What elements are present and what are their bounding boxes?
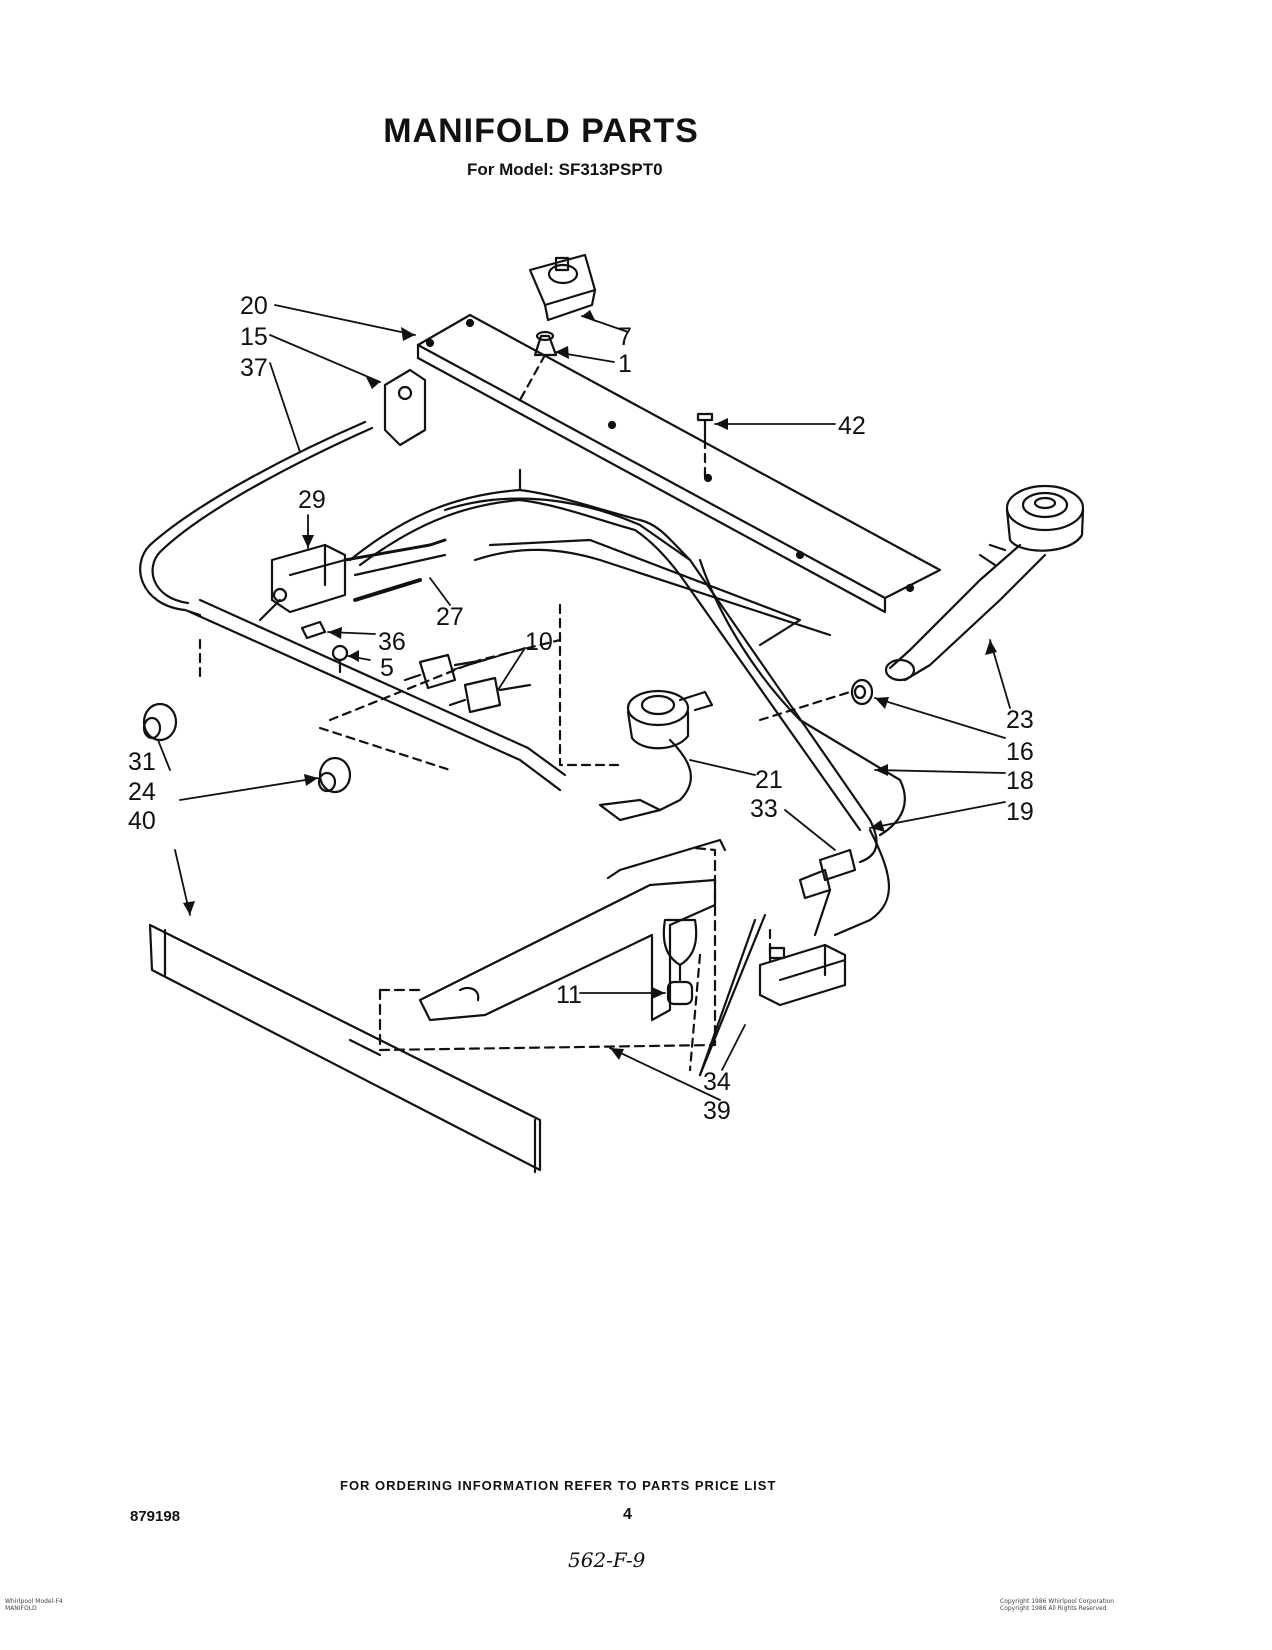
callout-24: 24: [128, 778, 156, 806]
page-title: MANIFOLD PARTS: [383, 112, 699, 150]
orifice-fitting-16: [850, 678, 874, 706]
pipe-19: [833, 828, 891, 937]
oven-burner-23: [884, 484, 1085, 682]
burner-support-bar: [416, 313, 942, 614]
fineprint-left-line-1: Whirlpool Model-F4: [5, 1598, 63, 1605]
callout-34: 34: [703, 1068, 731, 1096]
callout-16: 16: [1006, 738, 1034, 766]
ordering-info-note: FOR ORDERING INFORMATION REFER TO PARTS …: [340, 1478, 777, 1493]
burner-valve-10-b: [448, 676, 532, 714]
callout-33: 33: [750, 795, 778, 823]
callout-23: 23: [1006, 706, 1034, 734]
callout-27: 27: [436, 603, 464, 631]
igniter-11: [662, 918, 698, 1006]
connector-33: [798, 848, 857, 937]
control-knob-24: [317, 756, 352, 794]
page-number: 4: [623, 1506, 632, 1523]
handwritten-code: 562-F-9: [568, 1548, 646, 1572]
fineprint-right-line-2: Copyright 1986 All Rights Reserved: [1000, 1605, 1107, 1612]
callout-37: 37: [240, 354, 268, 382]
callout-39: 39: [703, 1097, 731, 1125]
callout-40: 40: [128, 807, 156, 835]
callout-36: 36: [378, 628, 406, 656]
fineprint-left-line-2: MANIFOLD: [5, 1605, 37, 1612]
broil-bracket-39: [418, 838, 727, 1022]
clip-5: [331, 644, 349, 674]
callout-19: 19: [1006, 798, 1034, 826]
callout-7: 7: [618, 323, 632, 351]
model-subtitle: For Model: SF313PSPT0: [467, 160, 663, 179]
callout-20: 20: [240, 292, 268, 320]
fitting-36: [300, 620, 327, 640]
thermostat-valve: [258, 543, 347, 622]
safety-valve-34: [758, 943, 847, 1007]
callout-18: 18: [1006, 767, 1034, 795]
pipe-18: [698, 558, 906, 837]
broil-burner-21: [598, 689, 714, 822]
burner-valve-block: [528, 253, 597, 322]
callout-15: 15: [240, 323, 268, 351]
footer-left-fineprint: Whirlpool Model-F4 MANIFOLD: [5, 1598, 63, 1612]
gas-tube-37: [139, 420, 367, 617]
callout-21: 21: [755, 766, 783, 794]
callout-11: 11: [556, 981, 582, 1009]
mounting-bracket: [383, 368, 427, 447]
fineprint-right-line-1: Copyright 1986 Whirlpool Corporation: [1000, 1598, 1115, 1605]
callout-10: 10: [525, 628, 553, 656]
control-knob-31: [142, 702, 178, 742]
manifold-pipe: [188, 610, 562, 792]
screw: [696, 412, 714, 442]
capillary-tube: [343, 538, 447, 562]
callout-29: 29: [298, 486, 326, 514]
callout-31: 31: [128, 748, 156, 776]
orifice-cap: [533, 330, 558, 357]
callout-1: 1: [618, 350, 632, 378]
footer-right-fineprint: Copyright 1986 Whirlpool Corporation Cop…: [1000, 1598, 1114, 1612]
callout-42: 42: [838, 412, 866, 440]
callout-5: 5: [380, 654, 394, 682]
kick-panel-40: [148, 923, 542, 1174]
document-number: 879198: [130, 1508, 181, 1525]
